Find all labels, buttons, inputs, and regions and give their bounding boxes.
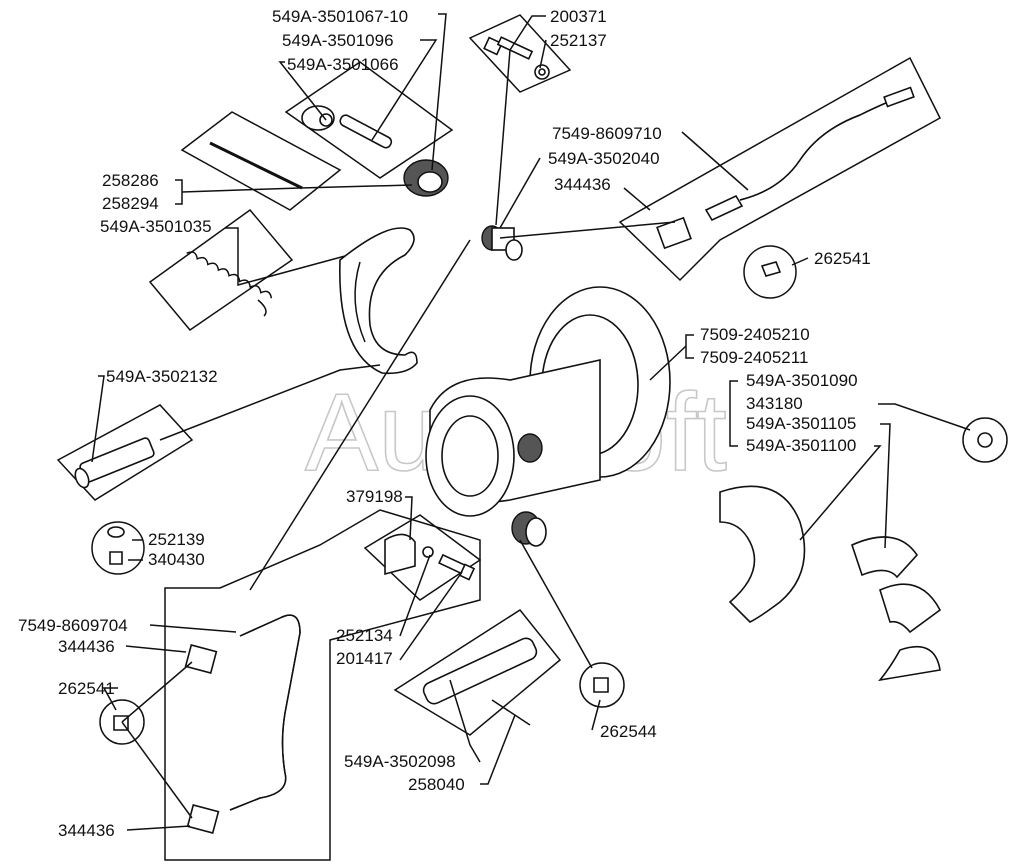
label-549a-3501105: 549A-3501105 [746,414,856,433]
leader-lines [91,13,971,831]
part-bushing-262544 [511,511,547,547]
label-7549-8609704: 7549-8609704 [18,616,128,635]
label-549a-3501100: 549A-3501100 [746,436,856,455]
label-549a-3501035: 549A-3501035 [100,217,212,236]
part-nut-3501067 [301,105,335,131]
part-bolt-201417 [438,553,476,581]
label-549a-3502098: 549A-3502098 [344,752,456,771]
label-344436-middle: 344436 [58,637,115,656]
part-lining-3501100 [851,536,942,682]
frame-nut-bolt-group [284,61,454,179]
frame-axle-pin-group [393,609,562,736]
part-hose-8609710 [704,86,915,222]
label-549a-3501096: 549A-3501096 [282,31,394,50]
frame-clip-group [363,514,482,601]
label-549a-3502132: 549A-3502132 [106,367,218,386]
part-brake-drum-2405210 [425,286,671,517]
part-washer-252134 [422,546,434,558]
label-549a-3502040: 549A-3502040 [548,149,660,168]
label-262541-top: 262541 [814,249,871,268]
label-201417: 201417 [336,649,393,668]
label-7509-2405210: 7509-2405210 [700,325,810,344]
label-200371: 200371 [550,7,607,26]
label-549a-3501090: 549A-3501090 [746,371,858,390]
label-7549-8609710: 7549-8609710 [552,124,662,143]
part-ring-252139 [91,521,145,575]
label-258286: 258286 [102,171,159,190]
group-frames [56,14,941,861]
label-258040: 258040 [408,775,465,794]
part-brake-shoe-left [339,227,418,375]
label-549a-3501066: 549A-3501066 [287,55,399,74]
label-340430: 340430 [148,550,205,569]
part-labels: 549A-3501067-10 549A-3501096 549A-350106… [18,7,871,840]
label-344436-top: 344436 [554,175,611,194]
part-tee-344436-b [184,644,218,674]
part-adjuster-3501066 [403,159,449,197]
frame-hose-group [618,56,941,282]
part-bolt-262544-b [579,662,625,708]
part-tee-344436-c [186,804,220,834]
part-pin-3501096 [339,114,393,149]
label-262544: 262544 [600,722,657,741]
label-258294: 258294 [102,194,159,213]
part-lining-3501105 [719,485,806,623]
label-252134: 252134 [336,626,393,645]
frame-spring-group [148,208,294,332]
label-549a-3501067-10: 549A-3501067-10 [272,7,408,26]
label-252139: 252139 [148,530,205,549]
label-344436-bottom: 344436 [58,821,115,840]
part-bolt-262541-a [743,245,797,299]
frame-brake-line-group [164,509,481,861]
label-262541-bottom: 262541 [58,679,115,698]
label-343180: 343180 [746,394,803,413]
frame-bolt-washer-group [468,14,572,93]
part-bushing-3502040 [481,225,523,261]
part-spring-3501035 [186,251,273,317]
part-bolt-200371 [483,36,534,60]
label-252137: 252137 [550,31,607,50]
part-washer-252137 [534,64,550,80]
part-clip-379198 [384,533,416,576]
part-axle-3502098 [422,637,538,726]
part-rivet-343180 [962,417,1008,463]
label-379198: 379198 [346,487,403,506]
part-rod-258286 [209,141,303,190]
part-pin-3502132 [74,437,155,489]
part-brake-line-8609704 [229,614,301,811]
label-7509-2405211: 7509-2405211 [700,348,808,367]
